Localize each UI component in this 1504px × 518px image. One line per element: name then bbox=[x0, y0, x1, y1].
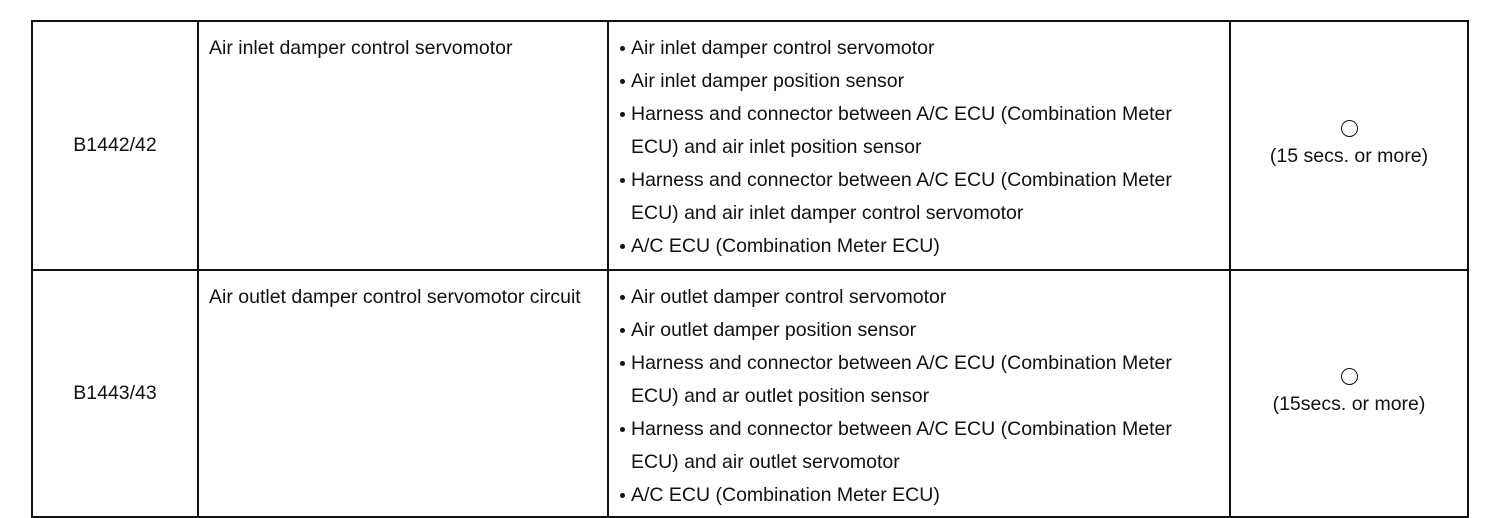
detection-item-cell: Air inlet damper control servomotor bbox=[197, 20, 609, 271]
list-item: Harness and connector between A/C ECU (C… bbox=[618, 413, 1221, 479]
memory-note: (15secs. or more) bbox=[1272, 393, 1426, 415]
trouble-area-cell: Air outlet damper control servomotor Air… bbox=[607, 269, 1231, 518]
dtc-code: B1442/42 bbox=[73, 134, 157, 156]
trouble-area-list: Air inlet damper control servomotor Air … bbox=[618, 32, 1221, 263]
list-item: Air inlet damper control servomotor bbox=[618, 32, 1221, 65]
table-row: B1443/43 Air outlet damper control servo… bbox=[31, 269, 1469, 518]
trouble-area-cell: Air inlet damper control servomotor Air … bbox=[607, 20, 1231, 271]
memory-circle-icon bbox=[1340, 120, 1358, 137]
dtc-table: B1442/42 Air inlet damper control servom… bbox=[31, 20, 1469, 518]
memory-circle-icon bbox=[1340, 368, 1358, 385]
memory-cell: (15 secs. or more) bbox=[1229, 20, 1469, 271]
list-item: A/C ECU (Combination Meter ECU) bbox=[618, 230, 1221, 263]
dtc-code-cell: B1443/43 bbox=[31, 269, 199, 518]
list-item: Air outlet damper control servomotor bbox=[618, 281, 1221, 314]
table-row: B1442/42 Air inlet damper control servom… bbox=[31, 20, 1469, 271]
memory-note: (15 secs. or more) bbox=[1269, 145, 1429, 167]
dtc-code-cell: B1442/42 bbox=[31, 20, 199, 271]
list-item: Harness and connector between A/C ECU (C… bbox=[618, 347, 1221, 413]
list-item: Air inlet damper position sensor bbox=[618, 65, 1221, 98]
trouble-area-list: Air outlet damper control servomotor Air… bbox=[618, 281, 1221, 512]
memory-cell: (15secs. or more) bbox=[1229, 269, 1469, 518]
list-item: Harness and connector between A/C ECU (C… bbox=[618, 98, 1221, 164]
detection-item-cell: Air outlet damper control servomotor cir… bbox=[197, 269, 609, 518]
list-item: Air outlet damper position sensor bbox=[618, 314, 1221, 347]
list-item: Harness and connector between A/C ECU (C… bbox=[618, 164, 1221, 230]
detection-item: Air inlet damper control servomotor bbox=[209, 37, 513, 59]
list-item: A/C ECU (Combination Meter ECU) bbox=[618, 479, 1221, 512]
dtc-code: B1443/43 bbox=[73, 382, 157, 404]
detection-item: Air outlet damper control servomotor cir… bbox=[209, 286, 581, 308]
